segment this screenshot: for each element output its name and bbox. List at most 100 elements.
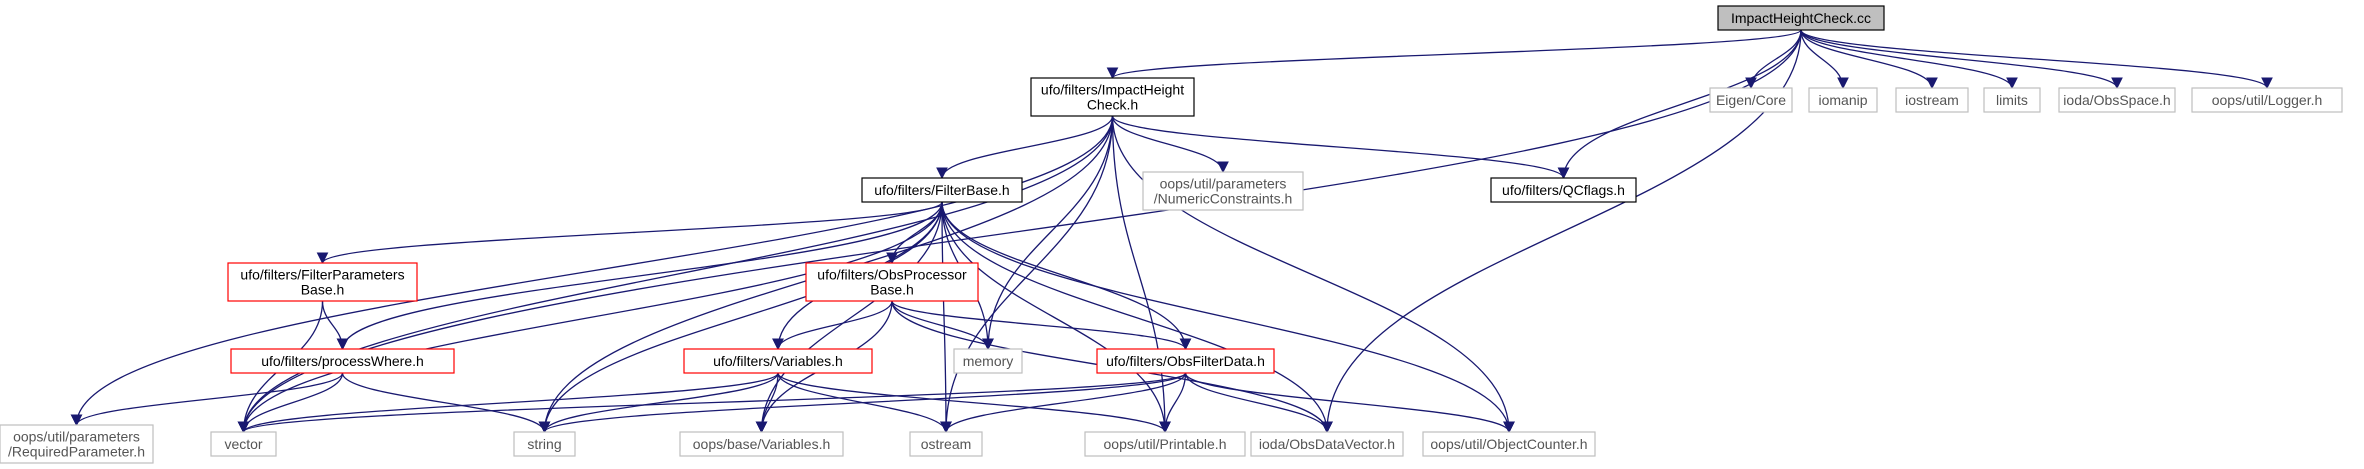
edge-filterbase-to-printable — [941, 201, 1171, 434]
edge-variables-to-basevars — [755, 372, 779, 434]
node-box-ihc_h — [1030, 77, 1195, 117]
node-box-root — [1717, 5, 1885, 31]
node-box-vector — [210, 431, 277, 457]
node-label-reqparam-line1: /RequiredParameter.h — [8, 444, 145, 460]
edge-opbase-to-memory — [891, 300, 994, 351]
edge-root-to-iomanip — [1800, 29, 1849, 90]
node-box-processwhere — [230, 348, 455, 374]
node-logger[interactable]: oops/util/Logger.h — [2191, 87, 2343, 113]
node-label-memory-line0: memory — [963, 353, 1014, 369]
node-label-numcons-line1: /NumericConstraints.h — [1154, 191, 1293, 207]
edge-opbase-to-variables — [772, 300, 893, 351]
edge-obsfilterdata-to-obsdatavector — [1184, 372, 1333, 434]
node-label-processwhere-line0: ufo/filters/processWhere.h — [261, 353, 424, 369]
node-box-obsspace — [2058, 87, 2176, 113]
node-label-numcons-line0: oops/util/parameters — [1160, 176, 1287, 192]
edge-variables-to-string — [538, 372, 779, 434]
edge-root-to-limits — [1800, 29, 2018, 90]
edge-obsfilterdata-to-vector — [238, 372, 1187, 434]
node-label-filterbase-line0: ufo/filters/FilterBase.h — [874, 182, 1009, 198]
node-box-obsdatavector — [1250, 431, 1404, 457]
edge-root-to-qcflags — [1557, 29, 1802, 180]
node-label-ihc_h-line1: Check.h — [1087, 97, 1138, 113]
node-objcounter[interactable]: oops/util/ObjectCounter.h — [1422, 431, 1596, 457]
node-root[interactable]: ImpactHeightCheck.cc — [1717, 5, 1885, 31]
edge-ihc_h-to-filterbase — [936, 115, 1114, 180]
node-obsspace[interactable]: ioda/ObsSpace.h — [2058, 87, 2176, 113]
node-ostream[interactable]: ostream — [909, 431, 983, 457]
node-box-reqparam — [0, 424, 154, 464]
edge-processwhere-to-string — [341, 372, 551, 434]
node-box-variables — [683, 348, 873, 374]
node-box-filterbase — [861, 177, 1023, 203]
node-label-string-line0: string — [527, 436, 561, 452]
node-label-limits-line0: limits — [1996, 92, 2028, 108]
edge-obsfilterdata-to-ostream — [940, 372, 1187, 434]
node-label-printable-line0: oops/util/Printable.h — [1104, 436, 1227, 452]
node-obsdatavector[interactable]: ioda/ObsDataVector.h — [1250, 431, 1404, 457]
node-filterbase[interactable]: ufo/filters/FilterBase.h — [861, 177, 1023, 203]
edge-filterbase-to-objcounter — [941, 201, 1515, 434]
edge-root-to-obsspace — [1800, 29, 2123, 90]
node-qcflags[interactable]: ufo/filters/QCflags.h — [1490, 177, 1637, 203]
node-label-ihc_h-line0: ufo/filters/ImpactHeight — [1041, 82, 1184, 98]
node-vector[interactable]: vector — [210, 431, 277, 457]
node-label-iomanip-line0: iomanip — [1818, 92, 1867, 108]
node-numcons[interactable]: oops/util/parameters/NumericConstraints.… — [1142, 171, 1304, 211]
node-obsfilterdata[interactable]: ufo/filters/ObsFilterData.h — [1096, 348, 1275, 374]
node-label-obsdatavector-line0: ioda/ObsDataVector.h — [1259, 436, 1395, 452]
edges-layer — [70, 29, 2273, 434]
node-label-objcounter-line0: oops/util/ObjectCounter.h — [1430, 436, 1587, 452]
node-iomanip[interactable]: iomanip — [1808, 87, 1878, 113]
edge-filterbase-to-obsfilterdata — [941, 201, 1192, 351]
node-limits[interactable]: limits — [1983, 87, 2041, 113]
node-box-iomanip — [1808, 87, 1878, 113]
edge-ihc_h-to-vector — [237, 115, 1114, 434]
node-label-qcflags-line0: ufo/filters/QCflags.h — [1502, 182, 1625, 198]
node-label-fpbase-line1: Base.h — [301, 282, 345, 298]
node-label-iostream-line0: iostream — [1905, 92, 1959, 108]
node-memory[interactable]: memory — [953, 348, 1023, 374]
node-box-logger — [2191, 87, 2343, 113]
node-box-objcounter — [1422, 431, 1596, 457]
node-label-vector-line0: vector — [224, 436, 262, 452]
node-box-numcons — [1142, 171, 1304, 211]
node-label-opbase-line0: ufo/filters/ObsProcessor — [817, 267, 967, 283]
node-label-logger-line0: oops/util/Logger.h — [2212, 92, 2323, 108]
node-string[interactable]: string — [513, 431, 576, 457]
node-reqparam[interactable]: oops/util/parameters/RequiredParameter.h — [0, 424, 154, 464]
node-label-ostream-line0: ostream — [921, 436, 972, 452]
node-box-limits — [1983, 87, 2041, 113]
node-label-eigen-line0: Eigen/Core — [1716, 92, 1786, 108]
node-label-fpbase-line0: ufo/filters/FilterParameters — [240, 267, 404, 283]
edge-root-to-iostream — [1800, 29, 1938, 90]
edge-obsfilterdata-to-printable — [1159, 372, 1187, 434]
node-iostream[interactable]: iostream — [1895, 87, 1969, 113]
node-box-eigen — [1709, 87, 1793, 113]
edge-filterbase-to-string — [538, 201, 943, 434]
node-processwhere[interactable]: ufo/filters/processWhere.h — [230, 348, 455, 374]
node-box-string — [513, 431, 576, 457]
edge-filterbase-to-basevars — [755, 201, 943, 434]
node-eigen[interactable]: Eigen/Core — [1709, 87, 1793, 113]
edge-ihc_h-to-reqparam — [70, 115, 1114, 427]
node-box-obsfilterdata — [1096, 348, 1275, 374]
node-label-root-line0: ImpactHeightCheck.cc — [1731, 10, 1871, 26]
edge-ihc_h-to-numcons — [1111, 115, 1229, 174]
node-ihc_h[interactable]: ufo/filters/ImpactHeightCheck.h — [1030, 77, 1195, 117]
node-box-fpbase — [227, 262, 418, 302]
edge-obsfilterdata-to-string — [538, 372, 1187, 434]
node-box-ostream — [909, 431, 983, 457]
edge-ihc_h-to-ostream — [940, 115, 1114, 434]
node-variables[interactable]: ufo/filters/Variables.h — [683, 348, 873, 374]
node-label-obsspace-line0: ioda/ObsSpace.h — [2063, 92, 2170, 108]
edge-ihc_h-to-objcounter — [1111, 115, 1515, 434]
edge-opbase-to-obsfilterdata — [891, 300, 1192, 351]
node-label-variables-line0: ufo/filters/Variables.h — [713, 353, 843, 369]
node-label-basevars-line0: oops/base/Variables.h — [693, 436, 831, 452]
node-basevars[interactable]: oops/base/Variables.h — [679, 431, 844, 457]
node-printable[interactable]: oops/util/Printable.h — [1084, 431, 1246, 457]
